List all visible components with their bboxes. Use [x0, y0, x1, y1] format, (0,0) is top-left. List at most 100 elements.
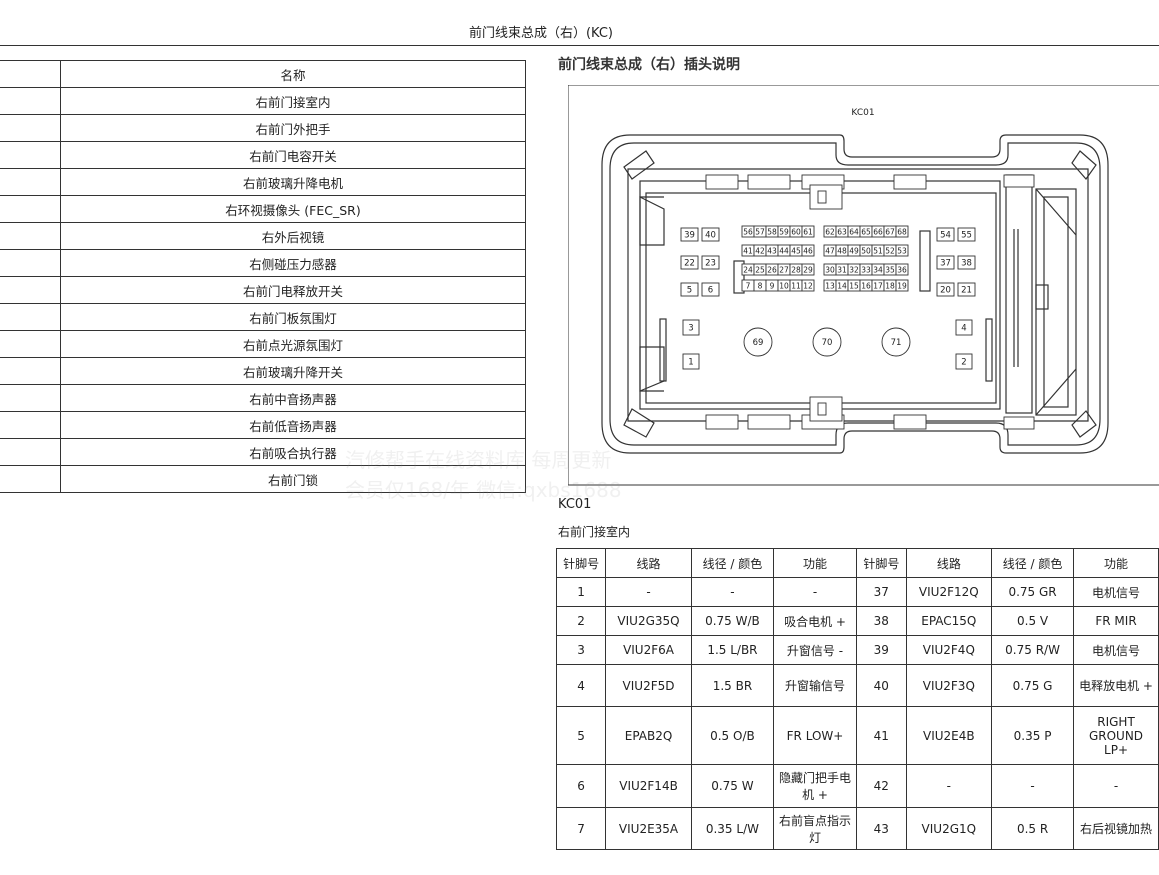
connector-pin: 39: [680, 227, 699, 242]
connector-pin-label: 59: [779, 228, 789, 237]
pin-table-cell: 0.35 P: [991, 706, 1075, 765]
connector-pin-label: 70: [822, 338, 833, 348]
connector-pin-label: 17: [873, 282, 883, 291]
pin-table-cell: -: [772, 577, 858, 607]
connector-pin: 30: [823, 263, 837, 276]
pin-table-header-cell: 针脚号: [555, 548, 607, 578]
connector-pin: 36: [895, 263, 909, 276]
connector-pin-label: 20: [940, 286, 951, 296]
diagram-title: 前门线束总成（右）插头说明: [558, 57, 740, 73]
name-table-row: 右前门外把手: [0, 114, 526, 142]
name-table-row: 右前中音扬声器: [0, 384, 526, 412]
connector-pin: 63: [835, 225, 849, 238]
connector-label: KC01: [851, 108, 874, 118]
connector-pin: 23: [701, 255, 720, 270]
name-table-row: 右前门电容开关: [0, 141, 526, 169]
connector-pin-label: 69: [753, 338, 764, 348]
page-title: 前门线束总成（右）(KC): [468, 26, 614, 41]
pin-table-cell: 右后视镜加热: [1073, 807, 1159, 850]
connector-name-table: 名称右前门接室内右前门外把手右前门电容开关右前玻璃升降电机右环视摄像头 (FEC…: [0, 60, 526, 493]
connector-pin-label: 24: [743, 266, 753, 275]
row-index-cell: [0, 276, 61, 304]
connector-pin: 44: [777, 244, 791, 257]
connector-pin-label: 27: [779, 266, 789, 275]
connector-pin-label: 30: [825, 266, 835, 275]
connector-pin-label: 38: [961, 259, 972, 269]
connector-pin-label: 55: [961, 231, 972, 241]
pin-table-cell: 38: [856, 606, 907, 636]
connector-pin-label: 10: [779, 282, 789, 291]
connector-pin-label: 62: [825, 228, 835, 237]
connector-pin-label: 6: [708, 286, 713, 296]
pin-table-cell: 1.5 L/BR: [690, 635, 774, 665]
connector-pin-label: 4: [961, 324, 966, 334]
pin-table-cell: VIU2F4Q: [905, 635, 993, 665]
connector-pin: 29: [801, 263, 815, 276]
connector-pin: 49: [847, 244, 861, 257]
connector-pin: 6: [701, 282, 720, 297]
row-index-cell: [0, 168, 61, 196]
name-cell: 右前门接室内: [60, 87, 526, 115]
connector-pin: 40: [701, 227, 720, 242]
connector-round-pin: 69: [743, 327, 773, 357]
connector-pin-label: 34: [873, 266, 883, 275]
pin-table-cell: EPAC15Q: [905, 606, 993, 636]
connector-pin-label: 44: [779, 247, 789, 256]
pin-table-cell: 0.75 GR: [991, 577, 1075, 607]
connector-pin-label: 8: [758, 282, 763, 291]
connector-pin-label: 60: [791, 228, 801, 237]
pin-table-cell: -: [905, 764, 993, 808]
pin-table-cell: VIU2F5D: [605, 664, 692, 707]
connector-pin-label: 11: [791, 282, 801, 291]
pin-table-cell: 0.75 W: [690, 764, 774, 808]
connector-pin: 55: [957, 227, 976, 242]
connector-pin: 15: [847, 279, 861, 292]
connector-pin: 61: [801, 225, 815, 238]
name-table-row: 右前玻璃升降电机: [0, 168, 526, 196]
pin-table-cell: 42: [856, 764, 907, 808]
connector-pin: 12: [801, 279, 815, 292]
pin-table-cell: VIU2G1Q: [905, 807, 993, 850]
connector-pin-label: 45: [791, 247, 801, 256]
name-cell: 右前中音扬声器: [60, 384, 526, 412]
connector-pin-label: 28: [791, 266, 801, 275]
connector-pin-label: 36: [897, 266, 907, 275]
name-table-row: 右前玻璃升降开关: [0, 357, 526, 385]
name-cell: 右前门锁: [60, 465, 526, 493]
name-cell: 右环视摄像头 (FEC_SR): [60, 195, 526, 223]
connector-pin-label: 56: [743, 228, 753, 237]
connector-pin: 2: [955, 353, 973, 370]
connector-pin: 3: [682, 319, 700, 336]
row-index-cell: [0, 411, 61, 439]
connector-pin: 41: [741, 244, 755, 257]
pin-table-cell: VIU2F3Q: [905, 664, 993, 707]
connector-pin: 68: [895, 225, 909, 238]
connector-round-pin: 71: [881, 327, 911, 357]
row-index-cell: [0, 114, 61, 142]
pin-table-header-row: 针脚号线路线径 / 颜色功能针脚号线路线径 / 颜色功能: [555, 548, 1159, 578]
pin-table-cell: VIU2F14B: [605, 764, 692, 808]
connector-pin: 66: [871, 225, 885, 238]
pin-table-cell: 1: [555, 577, 607, 607]
pin-table-cell: 升窗信号 -: [772, 635, 858, 665]
connector-pin: 45: [789, 244, 803, 257]
connector-pin-label: 68: [897, 228, 907, 237]
pin-table-cell: VIU2F6A: [605, 635, 692, 665]
name-table-row: 右前点光源氛围灯: [0, 330, 526, 358]
connector-pin: 65: [859, 225, 873, 238]
connector-pin-label: 71: [891, 338, 902, 348]
connector-pin-label: 48: [837, 247, 847, 256]
pin-table-header-cell: 功能: [1073, 548, 1159, 578]
connector-pin: 47: [823, 244, 837, 257]
row-index-cell: [0, 87, 61, 115]
name-table-header-row: 名称: [0, 60, 526, 88]
pin-table-cell: VIU2E4B: [905, 706, 993, 765]
connector-pin: 28: [789, 263, 803, 276]
name-cell: 右前点光源氛围灯: [60, 330, 526, 358]
connector-pin: 37: [936, 255, 955, 270]
name-table-row: 右前低音扬声器: [0, 411, 526, 439]
connector-pin: 50: [859, 244, 873, 257]
